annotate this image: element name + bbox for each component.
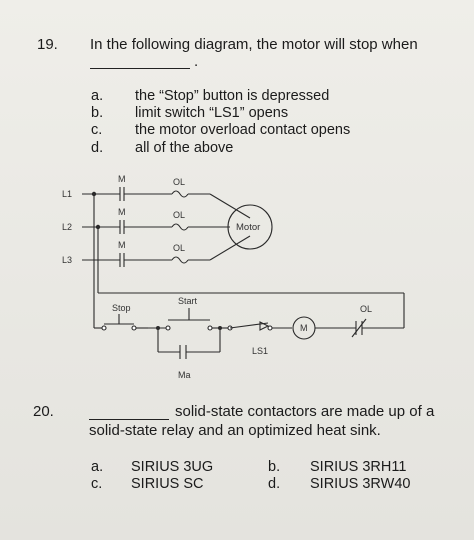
label-l1: L1 [62,189,72,199]
label-contact-m3: M [118,240,126,250]
label-ls1: LS1 [252,346,268,356]
label-ol-control: OL [360,304,372,314]
label-ol-3: OL [173,243,185,253]
question-19-period: . [194,53,199,70]
label-coil-m: M [300,323,308,333]
label-seal-in-ma: Ma [178,370,191,380]
question-20-blank [89,419,169,420]
q20-option-c-letter: c. [91,476,103,492]
q19-option-a-letter: a. [91,88,104,104]
motor-symbol [227,204,273,250]
label-contact-m1: M [118,174,126,184]
motor-control-diagram: L1 L2 L3 M M M OL OL OL Motor Start Stop… [62,174,405,380]
question-20-number: 20. [33,403,54,420]
label-start: Start [178,296,198,306]
label-motor: Motor [236,222,260,233]
question-19-stem: In the following diagram, the motor will… [90,36,418,53]
q20-option-b-letter: b. [268,459,281,475]
q19-option-b-letter: b. [91,105,104,121]
ls1-arm [229,322,269,329]
question-20-stem-line1: solid-state contactors are made up of a [175,403,435,420]
ol-heater-1 [171,190,189,198]
q19-option-d-text: all of the above [135,140,234,156]
label-contact-m2: M [118,207,126,217]
q19-option-a-text: the “Stop” button is depressed [135,88,330,104]
q20-option-b-text: SIRIUS 3RH11 [310,459,407,475]
q19-option-c-letter: c. [91,122,103,138]
q19-option-b-text: limit switch “LS1” opens [135,105,289,121]
label-ol-1: OL [173,177,185,187]
q19-option-d-letter: d. [91,140,104,156]
ol-heater-3 [171,256,189,264]
label-stop: Stop [112,303,131,313]
label-ol-2: OL [173,210,185,220]
q19-option-c-text: the motor overload contact opens [135,122,351,138]
label-l2: L2 [62,222,72,232]
question-19-blank [90,68,190,69]
question-19-number: 19. [37,36,58,53]
q20-option-a-letter: a. [91,459,104,475]
q20-option-c-text: SIRIUS SC [131,476,204,492]
q20-option-d-text: SIRIUS 3RW40 [310,476,411,492]
ol-heater-2 [171,223,189,231]
q20-option-a-text: SIRIUS 3UG [131,459,214,475]
label-l3: L3 [62,255,72,265]
question-20-stem-line2: solid-state relay and an optimized heat … [89,422,381,439]
q20-option-d-letter: d. [268,476,281,492]
